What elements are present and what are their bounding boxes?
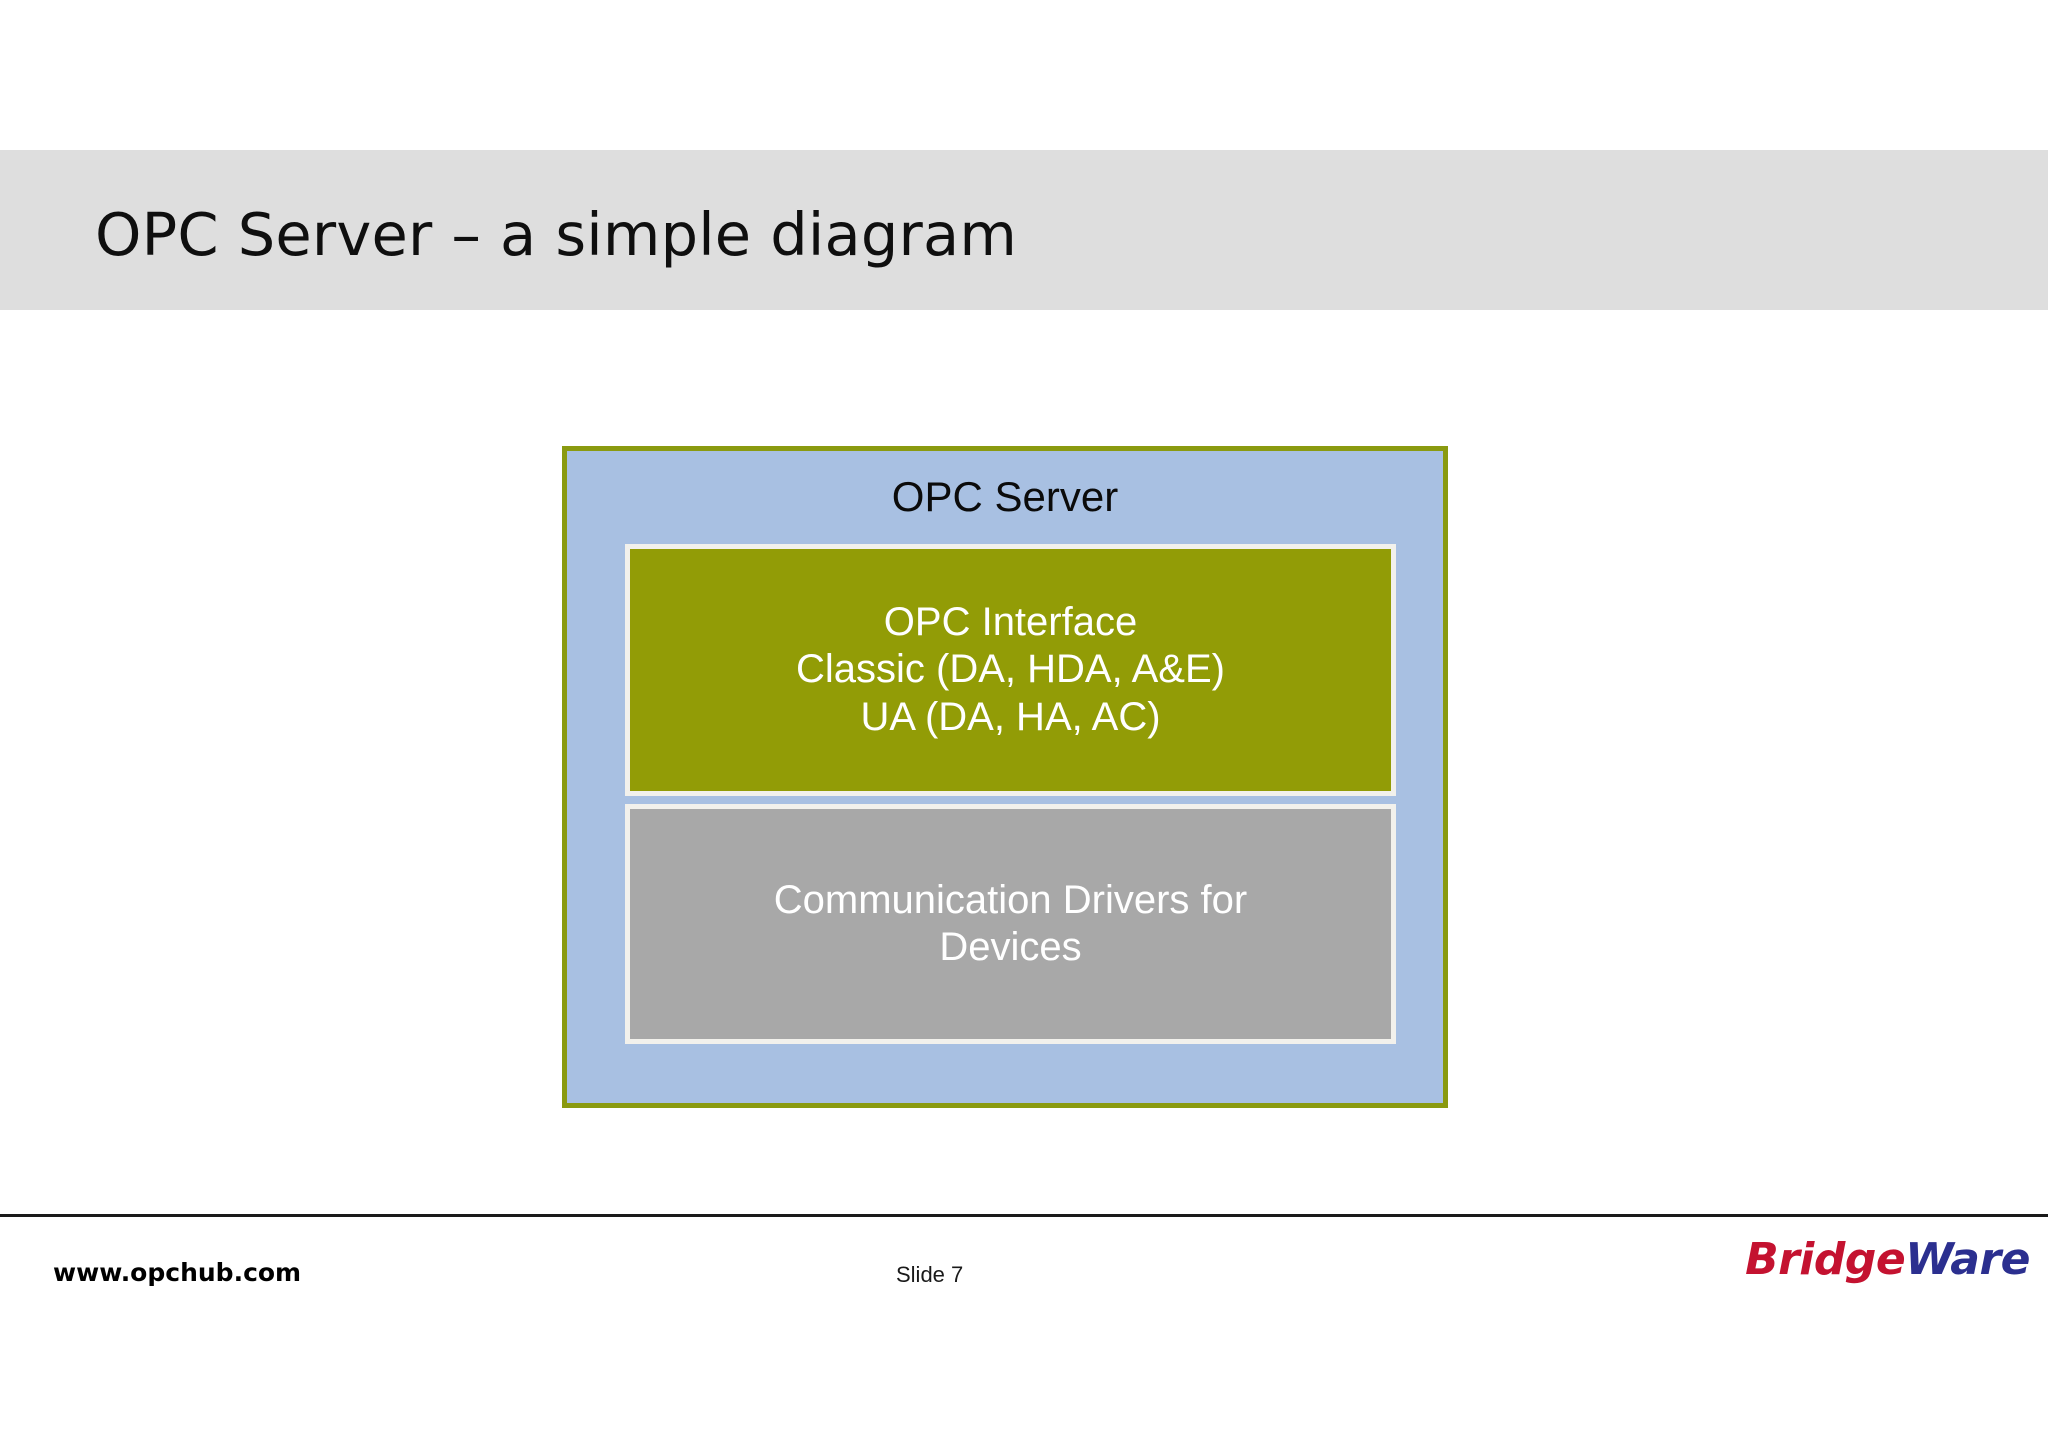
opc-server-outer-box: OPC Server OPC Interface Classic (DA, HD…: [562, 446, 1448, 1108]
opc-server-diagram: OPC Server OPC Interface Classic (DA, HD…: [562, 446, 1448, 1108]
opc-server-label: OPC Server: [891, 473, 1119, 520]
opc-interface-block: OPC Interface Classic (DA, HDA, A&E) UA …: [625, 544, 1396, 796]
bridgeware-logo: BridgeWare: [1745, 1238, 2030, 1282]
slide-number: Slide 7: [896, 1262, 964, 1287]
opc-interface-line-2: Classic (DA, HDA, A&E): [796, 647, 1225, 692]
footer-divider: [0, 1214, 2048, 1217]
communication-drivers-block: Communication Drivers for Devices: [625, 804, 1396, 1044]
title-band: OPC Server – a simple diagram: [0, 150, 2048, 310]
logo-text-bridge: Bridge: [1745, 1234, 1906, 1285]
opc-interface-line-3: UA (DA, HA, AC): [860, 694, 1161, 739]
footer-website-url: www.opchub.com: [53, 1258, 302, 1287]
opc-interface-text: OPC Interface Classic (DA, HDA, A&E) UA …: [786, 599, 1235, 741]
logo-text-ware: Ware: [1905, 1234, 2030, 1285]
inner-block-stack: OPC Interface Classic (DA, HDA, A&E) UA …: [625, 544, 1396, 1044]
communication-drivers-text: Communication Drivers for Devices: [773, 877, 1248, 969]
opc-interface-line-1: OPC Interface: [883, 600, 1138, 645]
page-title: OPC Server – a simple diagram: [95, 200, 1017, 269]
